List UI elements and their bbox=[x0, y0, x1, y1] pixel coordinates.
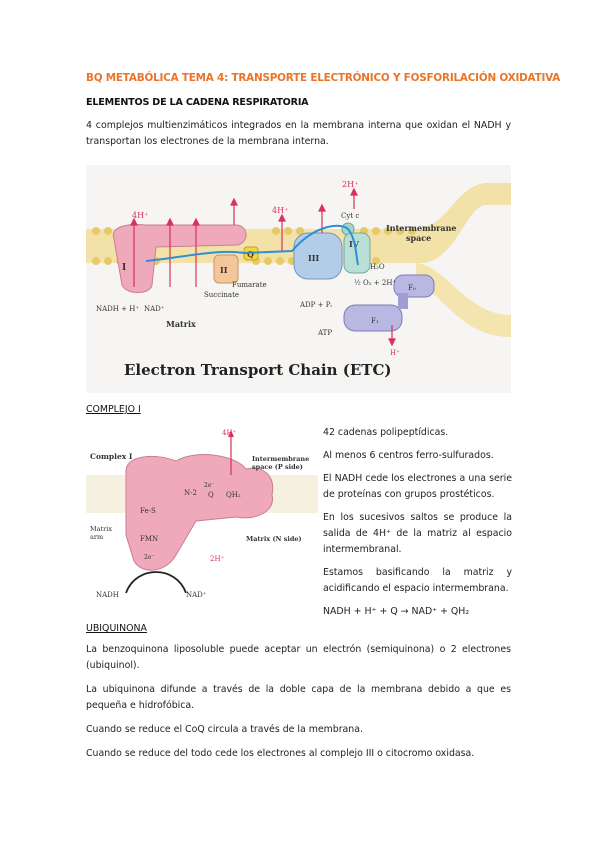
nad-label: NAD⁺ bbox=[186, 591, 207, 599]
h-label: H⁺ bbox=[390, 349, 400, 357]
point-5: Estamos basificando la matriz y acidific… bbox=[323, 567, 512, 594]
h2o-label: H₂O bbox=[370, 263, 385, 271]
intro-paragraph: 4 complejos multienzimáticos integrados … bbox=[86, 120, 511, 147]
ubiquinona-paragraph-1: La benzoquinona liposoluble puede acepta… bbox=[86, 644, 511, 671]
etc-diagram: I II Q III Cyt c IV F₀ F₁ bbox=[86, 180, 511, 379]
intermembrane-label: Intermembrane bbox=[252, 455, 309, 463]
ubiquinona-paragraph-4: Cuando se reduce del todo cede los elect… bbox=[86, 748, 475, 759]
e-label: 2e⁻ bbox=[204, 482, 215, 489]
h4-label-a: 4H⁺ bbox=[132, 211, 148, 220]
qh2-label: QH₂ bbox=[226, 491, 241, 499]
h4-label: 4H⁺ bbox=[222, 429, 237, 437]
succinate-label: Succinate bbox=[204, 291, 239, 299]
o2-label: ½ O₂ + 2H⁺ bbox=[354, 279, 396, 287]
fumarate-label: Fumarate bbox=[232, 281, 267, 289]
e2-label: 2e⁻ bbox=[144, 554, 155, 561]
nad-label: NAD⁺ bbox=[144, 305, 165, 313]
point-3: El NADH cede los electrones a una serie … bbox=[323, 473, 512, 500]
complex-i-label: Complex I bbox=[90, 452, 133, 461]
nadh-label: NADH bbox=[96, 591, 119, 599]
atp-synthase bbox=[343, 274, 435, 332]
complex-ii-label: II bbox=[220, 265, 228, 275]
space-label: space bbox=[406, 233, 431, 243]
ubiquinona-heading: UBIQUINONA bbox=[86, 623, 147, 634]
intermembrane-label: Intermembrane bbox=[386, 223, 456, 233]
q-label: Q bbox=[247, 249, 254, 259]
p-side-label: space (P side) bbox=[252, 463, 303, 471]
etc-figure: I II Q III Cyt c IV F₀ F₁ bbox=[86, 165, 511, 393]
ubiquinona-text: La benzoquinona liposoluble puede acepta… bbox=[86, 642, 511, 762]
complex-iii bbox=[293, 232, 343, 280]
nadh-label: NADH + H⁺ bbox=[96, 305, 139, 313]
atp-label: ATP bbox=[317, 329, 332, 337]
matrix-label: Matrix bbox=[166, 319, 196, 329]
matrix-arm-label-1: Matrix bbox=[90, 525, 112, 533]
fes-label: Fe-S bbox=[140, 507, 156, 515]
point-6: NADH + H⁺ + Q → NAD⁺ + QH₂ bbox=[323, 606, 470, 617]
proton-arrows bbox=[130, 187, 396, 347]
etc-caption: Electron Transport Chain (ETC) bbox=[124, 361, 391, 379]
complex-i-figure: 4H⁺ Complex I Intermembrane space (P sid… bbox=[86, 425, 318, 603]
f1-label: F₁ bbox=[371, 317, 379, 325]
n2-label: N-2 bbox=[184, 489, 197, 497]
matrix-n-side-label: Matrix (N side) bbox=[246, 535, 302, 543]
point-2: Al menos 6 centros ferro-sulfurados. bbox=[323, 450, 494, 461]
complejo-i-heading: COMPLEJO I bbox=[86, 404, 141, 415]
ubiquinona-paragraph-2: La ubiquinona difunde a través de la dob… bbox=[86, 684, 511, 711]
adp-label: ADP + Pᵢ bbox=[299, 301, 332, 309]
complex-iii-label: III bbox=[308, 253, 319, 263]
h4-label-b: 4H⁺ bbox=[272, 206, 288, 215]
nadh-arrow bbox=[125, 571, 187, 594]
section-heading: ELEMENTOS DE LA CADENA RESPIRATORIA bbox=[86, 97, 309, 108]
q-label: Q bbox=[208, 491, 214, 499]
document-title: BQ METABÓLICA TEMA 4: TRANSPORTE ELECTRÓ… bbox=[86, 72, 561, 84]
point-4: En los sucesivos saltos se produce la sa… bbox=[323, 512, 512, 555]
matrix-arm-label-2: arm bbox=[90, 533, 103, 541]
ubiquinona-paragraph-3: Cuando se reduce el CoQ circula a través… bbox=[86, 724, 363, 735]
point-1: 42 cadenas polipeptídicas. bbox=[323, 427, 449, 438]
fo-label: F₀ bbox=[408, 284, 416, 292]
electron-path bbox=[145, 224, 359, 266]
complejo-i-points: 42 cadenas polipeptídicas. Al menos 6 ce… bbox=[323, 425, 512, 627]
cytc-label: Cyt c bbox=[341, 212, 359, 220]
complex-i-label: I bbox=[122, 263, 126, 273]
fmn-label: FMN bbox=[140, 535, 158, 543]
complex-i-diagram: 4H⁺ Complex I Intermembrane space (P sid… bbox=[86, 429, 318, 599]
h2-label: 2H⁺ bbox=[210, 555, 225, 563]
complex-i bbox=[112, 224, 247, 293]
complex-ii bbox=[213, 254, 239, 284]
complex-i-body bbox=[125, 454, 274, 571]
h2-label: 2H⁺ bbox=[342, 180, 358, 189]
